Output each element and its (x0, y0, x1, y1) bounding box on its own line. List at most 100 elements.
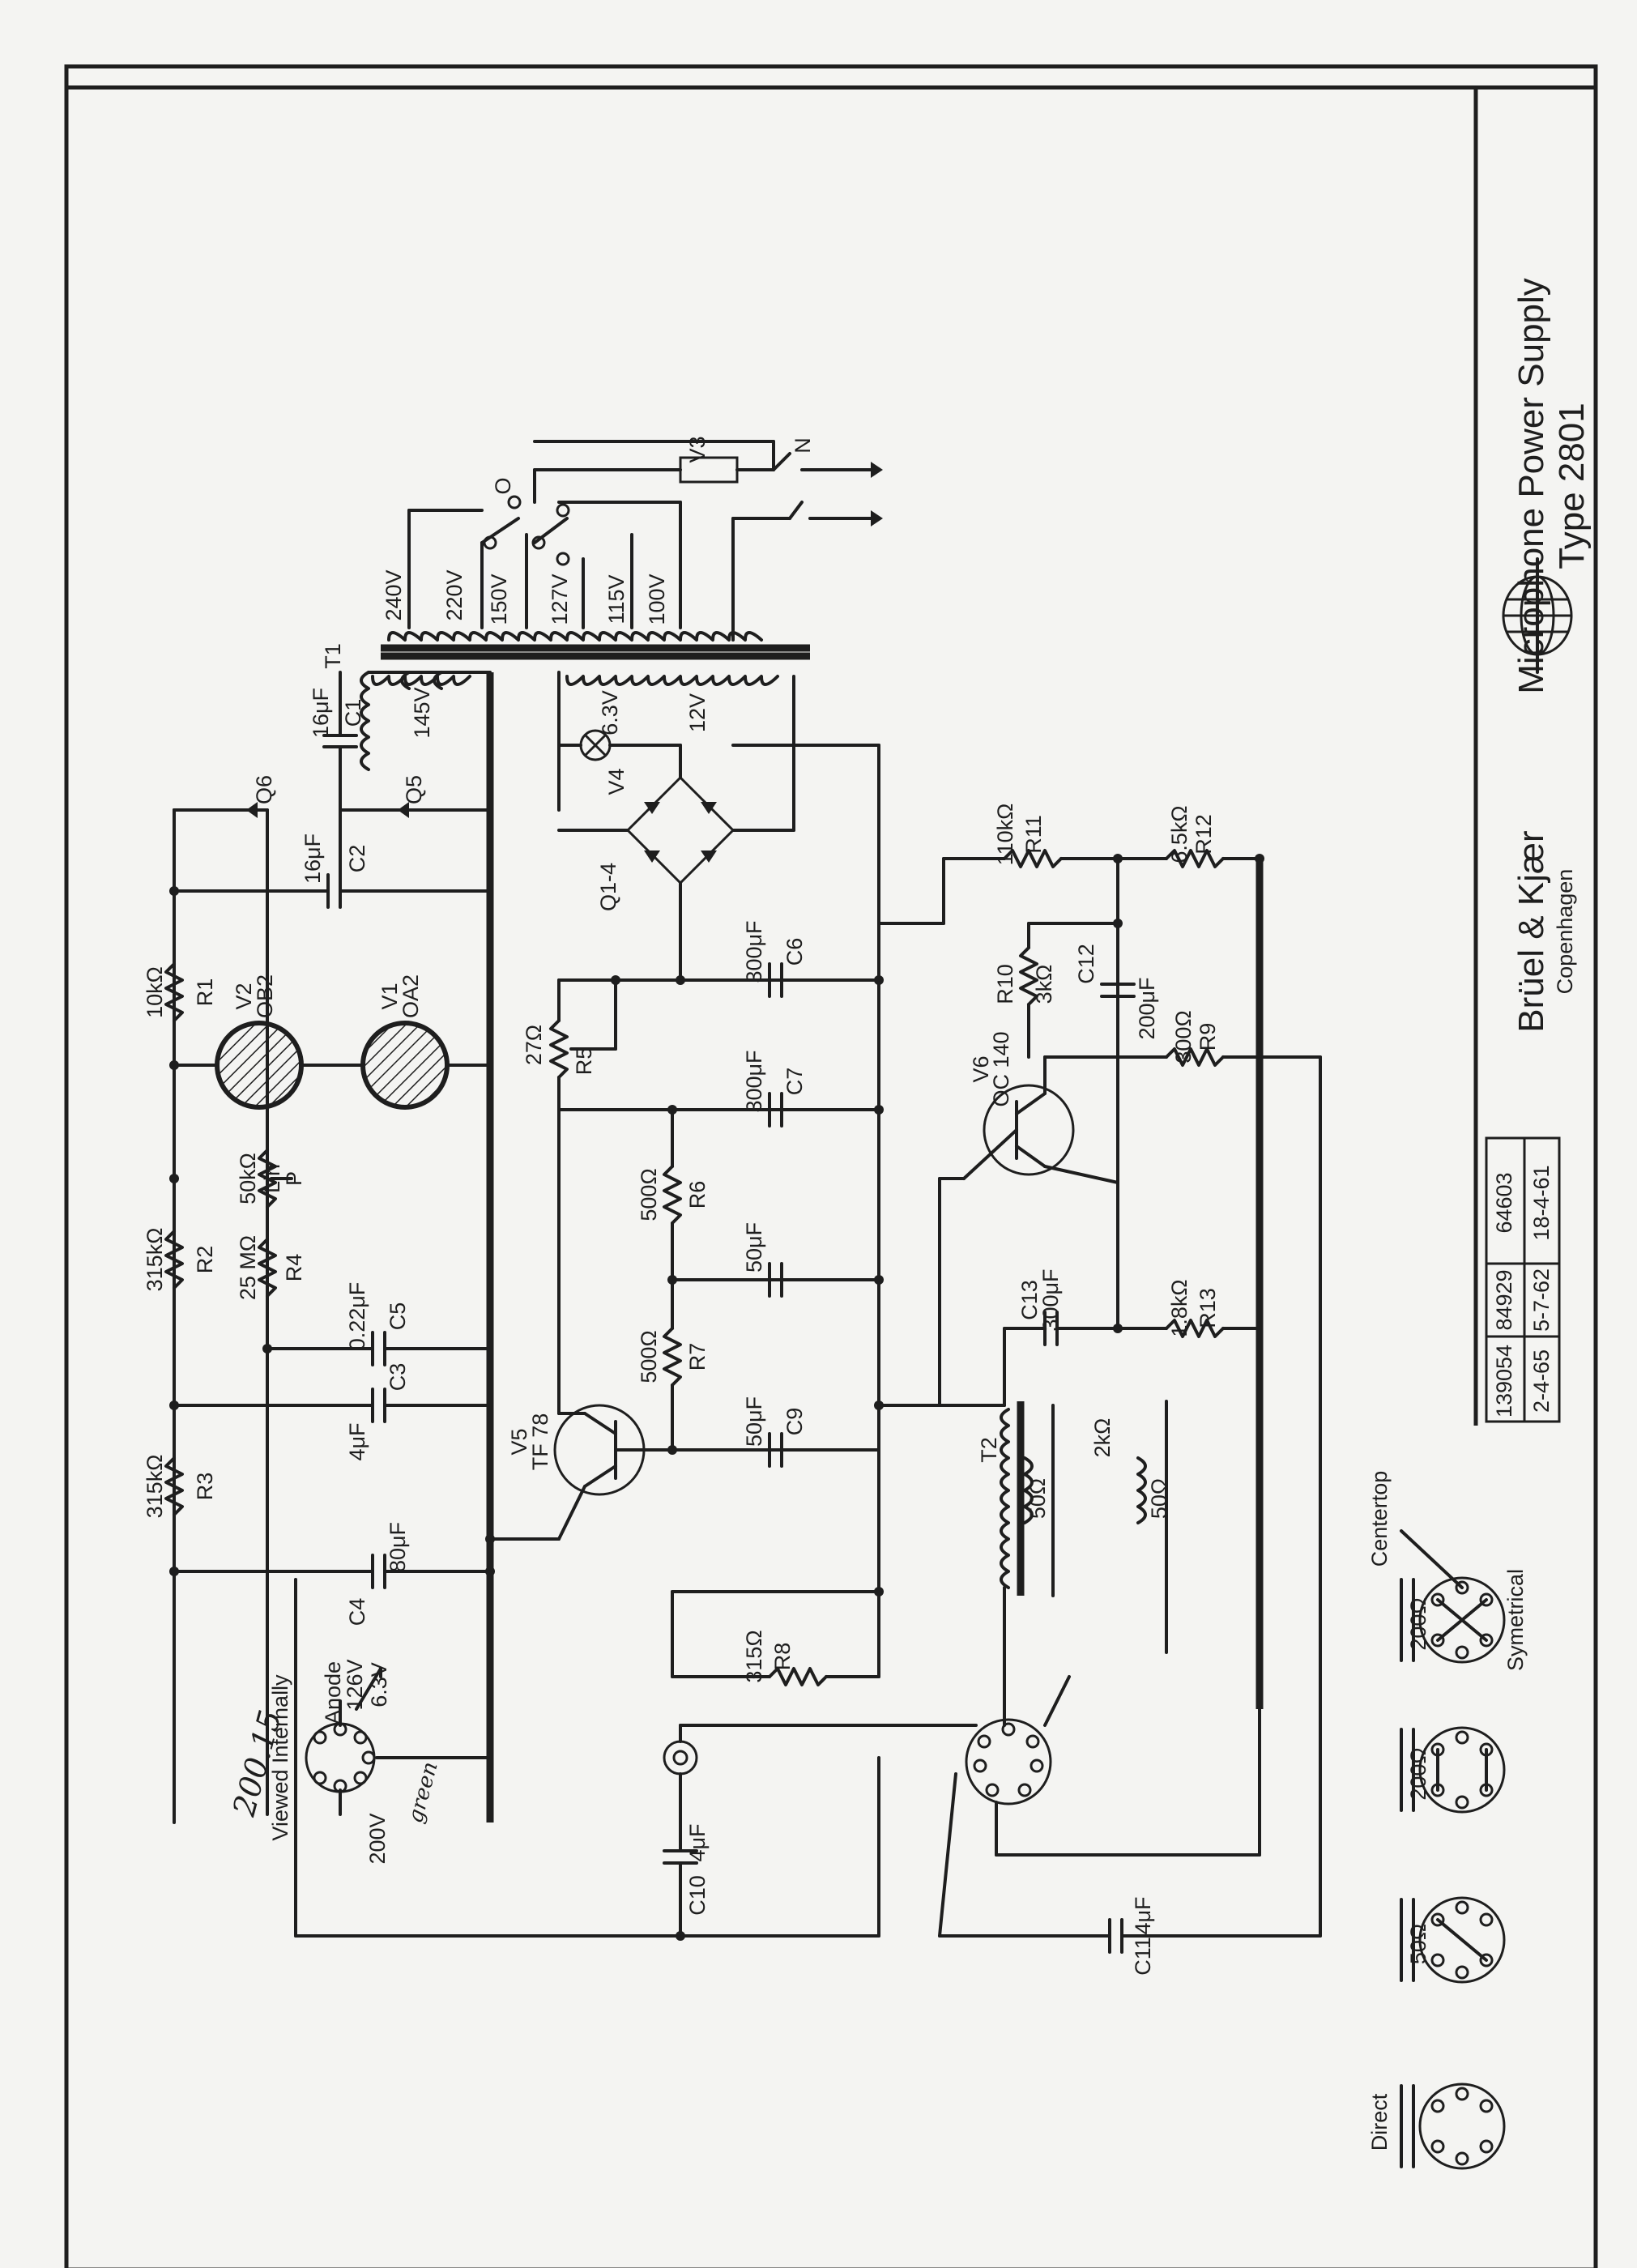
svg-text:300Ω: 300Ω (1171, 1010, 1196, 1063)
resistor-r12: 6.5kΩ R12 (1116, 805, 1261, 868)
svg-text:240V: 240V (382, 569, 406, 620)
capacitor-c13: C13 300μF (1003, 1268, 1119, 1407)
svg-text:C5: C5 (386, 1302, 410, 1331)
svg-text:C9: C9 (782, 1408, 807, 1436)
connector-50ohm: 50Ω (1400, 1896, 1506, 1984)
svg-text:200μF: 200μF (1135, 977, 1159, 1039)
svg-text:V5: V5 (507, 1428, 531, 1455)
svg-text:Q5: Q5 (402, 775, 426, 804)
svg-text:10kΩ: 10kΩ (143, 966, 167, 1018)
svg-text:27Ω: 27Ω (522, 1025, 546, 1065)
resistor-r2: 315kΩ R2 (143, 1228, 217, 1292)
capacitor-c8: 50μF (671, 1222, 880, 1298)
svg-text:C10: C10 (685, 1875, 710, 1916)
company-logo (1502, 557, 1573, 674)
capacitor-c6: 300μF C6 (742, 920, 807, 998)
product-type: Type 2801 (1552, 403, 1592, 569)
svg-text:4μF: 4μF (685, 1823, 710, 1861)
svg-text:R8: R8 (770, 1643, 795, 1671)
main-connector (938, 1675, 1261, 1938)
resistor-r1: 10kΩ R1 (143, 962, 217, 1022)
svg-text:Anode: Anode (321, 1661, 345, 1724)
capacitor-c3: 4μF C3 (173, 1363, 492, 1461)
resistor-r4: 25 MΩ R4 (236, 1235, 306, 1300)
svg-text:50kΩ: 50kΩ (236, 1153, 260, 1204)
svg-text:C13: C13 (1017, 1280, 1042, 1320)
transformer-t1: T1 145V 12V 240V 220V 150V 127V 115V 100… (321, 501, 810, 771)
circuit-wiring (173, 672, 1264, 1938)
svg-text:R10: R10 (993, 964, 1017, 1004)
svg-text:R2: R2 (193, 1246, 217, 1274)
resistor-r10: R10 3kΩ (993, 922, 1119, 1059)
svg-text:OC 140: OC 140 (989, 1031, 1013, 1106)
svg-text:315Ω: 315Ω (742, 1630, 766, 1682)
capacitor-c10: 4μF C10 (663, 1772, 710, 1938)
drawing-frame (64, 64, 1598, 2268)
svg-text:4μF: 4μF (345, 1422, 369, 1460)
resistor-r6: 500Ω R6 (637, 1108, 710, 1281)
mains-switch: N (533, 437, 883, 642)
product-title: Microphone Power Supply (1511, 278, 1551, 694)
svg-text:200V: 200V (365, 1813, 390, 1864)
revision-number: 84929 (1492, 1269, 1516, 1330)
svg-text:R6: R6 (685, 1181, 710, 1209)
tube-v1: V1 OA2 (339, 974, 492, 1110)
capacitor-c5: 0.22μF C5 (266, 1282, 492, 1366)
fuse-v3: V3 (533, 436, 775, 484)
resistor-r8: 315Ω R8 (671, 1590, 880, 1686)
svg-text:R7: R7 (685, 1343, 710, 1371)
svg-text:R1: R1 (193, 978, 217, 1007)
resistor-r7: 500Ω R7 (637, 1278, 710, 1452)
lamp-v4: 6.3V V4 (557, 671, 682, 812)
coax-input-connector (663, 1724, 978, 1776)
svg-text:C6: C6 (782, 938, 807, 966)
svg-text:50μF: 50μF (742, 1222, 766, 1273)
svg-text:126V: 126V (343, 1659, 367, 1710)
capacitor-c1: 16μF C1 (309, 671, 365, 812)
svg-text:110kΩ: 110kΩ (993, 804, 1017, 866)
capacitor-c2: 16μF C2 (173, 833, 492, 909)
svg-text:V6: V6 (969, 1055, 993, 1082)
revision-date: 5-7-62 (1529, 1268, 1554, 1332)
svg-text:80μF: 80μF (386, 1522, 410, 1572)
junction-dots (169, 854, 1264, 1941)
svg-text:C12: C12 (1074, 944, 1098, 984)
tube-v2: V2 OB2 (173, 974, 342, 1110)
svg-text:16μF: 16μF (309, 688, 333, 738)
svg-text:T1: T1 (321, 643, 345, 669)
capacitor-c4: C4 80μF (173, 1522, 492, 1626)
transistor-v6: V6 OC 140 (938, 922, 1119, 1407)
switch-label-o: O (491, 477, 515, 494)
svg-text:3kΩ: 3kΩ (1032, 965, 1056, 1004)
svg-text:220V: 220V (442, 569, 467, 620)
svg-text:115V: 115V (604, 574, 629, 624)
output-socket: Viewed Internally Anode 126V 6.3V 200V (268, 1659, 492, 1865)
svg-text:200Ω: 200Ω (1406, 1747, 1430, 1800)
revision-date: 18-4-61 (1529, 1165, 1554, 1240)
socket-title: Viewed Internally (268, 1674, 292, 1841)
svg-text:C3: C3 (386, 1363, 410, 1392)
svg-text:C2: C2 (345, 845, 369, 873)
svg-text:6.5kΩ: 6.5kΩ (1167, 805, 1192, 863)
connector-200ohm: 200Ω (1400, 1726, 1506, 1814)
svg-text:R13: R13 (1196, 1288, 1220, 1328)
svg-text:TF 78: TF 78 (528, 1413, 552, 1471)
transformer-t2: T2 2kΩ 50Ω 50Ω (877, 1400, 1171, 1727)
svg-text:Q6: Q6 (252, 775, 276, 804)
svg-text:315kΩ: 315kΩ (143, 1455, 167, 1519)
svg-text:2kΩ: 2kΩ (1090, 1418, 1115, 1458)
svg-text:4μF: 4μF (1131, 1896, 1155, 1934)
svg-text:50Ω: 50Ω (1025, 1478, 1050, 1519)
svg-text:200Ω: 200Ω (1406, 1597, 1430, 1650)
capacitor-c11: 4μF C11 (938, 1896, 1322, 1976)
voltage-selector: O (480, 468, 682, 566)
resistor-r9: 300Ω R9 (1043, 1010, 1322, 1938)
resistor-r5: 27Ω R5 (522, 978, 880, 1111)
svg-text:25 MΩ: 25 MΩ (236, 1235, 260, 1300)
resistor-r13: 1.8kΩ R13 (1116, 1279, 1261, 1338)
svg-text:315kΩ: 315kΩ (143, 1228, 167, 1292)
capacitor-c9: 50μF C9 (614, 1396, 880, 1468)
svg-text:P: P (282, 1171, 306, 1186)
svg-text:16μF: 16μF (301, 833, 325, 884)
